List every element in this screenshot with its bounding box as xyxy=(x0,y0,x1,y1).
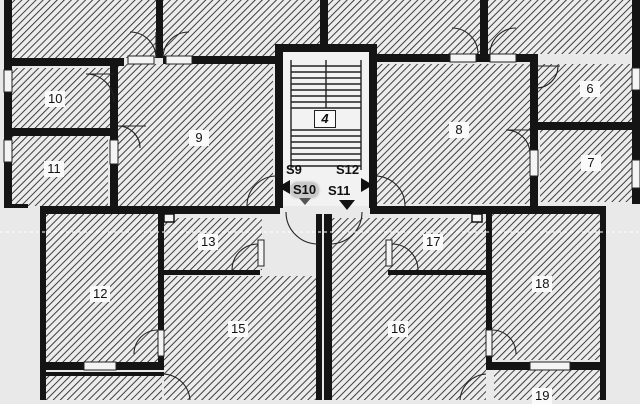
arrow-down-icon-s10 xyxy=(299,198,311,205)
arrow-down-icon-s11 xyxy=(339,200,355,210)
marker-s12: S12 xyxy=(336,162,360,177)
room-label-13: 13 xyxy=(198,234,219,250)
room-label-8: 8 xyxy=(449,122,469,138)
room-label-19: 19 xyxy=(532,388,553,404)
stair-core xyxy=(276,52,376,206)
arrow-left-icon xyxy=(278,180,290,194)
room-fills xyxy=(10,0,634,400)
room-label-10: 10 xyxy=(45,91,66,107)
marker-s9: S9 xyxy=(286,162,302,177)
marker-s10: S10 xyxy=(291,182,319,197)
marker-s11: S11 xyxy=(328,183,351,198)
room-label-17: 17 xyxy=(423,234,444,250)
room-label-16: 16 xyxy=(388,321,409,337)
room-label-11: 11 xyxy=(44,161,64,177)
room-label-7: 7 xyxy=(581,155,601,171)
room-label-15: 15 xyxy=(228,321,249,337)
walls xyxy=(4,0,640,400)
room-label-6: 6 xyxy=(580,81,600,97)
room-label-9: 9 xyxy=(189,130,209,146)
arrow-right-icon xyxy=(361,178,373,192)
door-swings xyxy=(85,27,560,400)
room-label-12: 12 xyxy=(90,286,111,302)
windows xyxy=(3,53,640,371)
stair-label: 4 xyxy=(314,110,336,128)
room-label-18: 18 xyxy=(532,276,553,292)
vent-shafts xyxy=(163,213,483,223)
